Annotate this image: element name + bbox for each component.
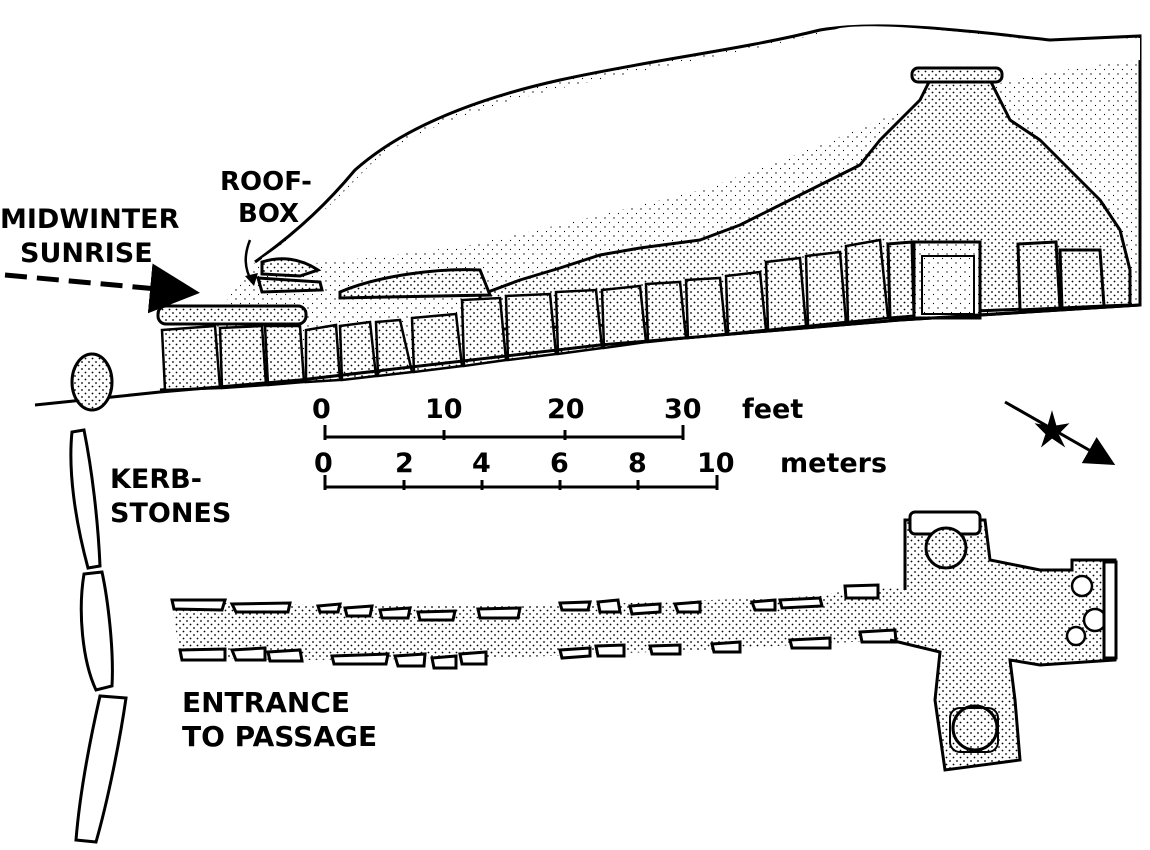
feet-label-10: 10 [425, 394, 463, 425]
roofbox-slab-lower [255, 276, 324, 294]
kerbstones-label-line2: STONES [110, 498, 231, 529]
feet-label-30: 30 [664, 394, 702, 425]
passage-orthostats [160, 238, 890, 392]
kerbstone-2 [79, 570, 114, 692]
ground-line [34, 303, 1141, 407]
tomb-plan [170, 510, 1118, 772]
meters-label-2: 2 [395, 448, 414, 479]
roofbox-slab-upper [260, 257, 322, 278]
feet-label-0: 0 [312, 394, 331, 425]
midwinter-label-line1: MIDWINTER [0, 204, 180, 235]
mound-upper [262, 26, 1140, 268]
south-recess-basin [951, 704, 999, 752]
meters-label-10: 10 [697, 448, 735, 479]
entrance-capstone [156, 304, 308, 326]
meters-label-8: 8 [628, 448, 647, 479]
meters-unit-label: meters [780, 448, 887, 479]
passage-lintel-row [338, 268, 493, 300]
kerbstones-label-line1: KERB- [110, 464, 202, 495]
roofbox-label-line1: ROOF- [220, 167, 312, 197]
end-recess-basin [924, 526, 968, 570]
kerbstone-3 [74, 694, 128, 844]
passage-corridor [172, 520, 1115, 770]
sunrise-arrow [4, 263, 200, 314]
entrance-label-line1: ENTRANCE [182, 686, 350, 719]
compass-icon [1004, 400, 1116, 465]
meters-label-0: 0 [314, 448, 333, 479]
south-recess-stone [949, 707, 999, 753]
chamber-recess-inner [921, 255, 975, 315]
meters-label-4: 4 [472, 448, 491, 479]
kerbstones-plan [69, 428, 128, 844]
chamber-capstone [910, 66, 1004, 84]
kerbstone-1 [69, 428, 102, 570]
tomb-cross-section [34, 24, 1142, 412]
entrance-label-line2: TO PASSAGE [182, 720, 377, 753]
meters-scale: 0 2 4 6 8 10 meters [314, 448, 887, 490]
passage-wall-upper [170, 583, 880, 622]
roofbox-pointer-head [245, 273, 258, 286]
right-recess-stones [1065, 574, 1108, 647]
feet-unit-label: feet [742, 394, 803, 425]
meters-label-6: 6 [550, 448, 569, 479]
roofbox-label-line2: BOX [238, 199, 299, 229]
chamber-recess [912, 240, 982, 320]
right-recess-back [1102, 560, 1118, 660]
chamber-outline [889, 518, 1117, 772]
feet-label-20: 20 [547, 394, 585, 425]
midwinter-label-line2: SUNRISE [20, 238, 153, 269]
front-kerbstone [70, 352, 114, 412]
passage-wall-lower [178, 628, 898, 670]
chamber-uprights [886, 240, 1106, 320]
feet-scale: 0 10 20 30 feet [312, 394, 803, 440]
